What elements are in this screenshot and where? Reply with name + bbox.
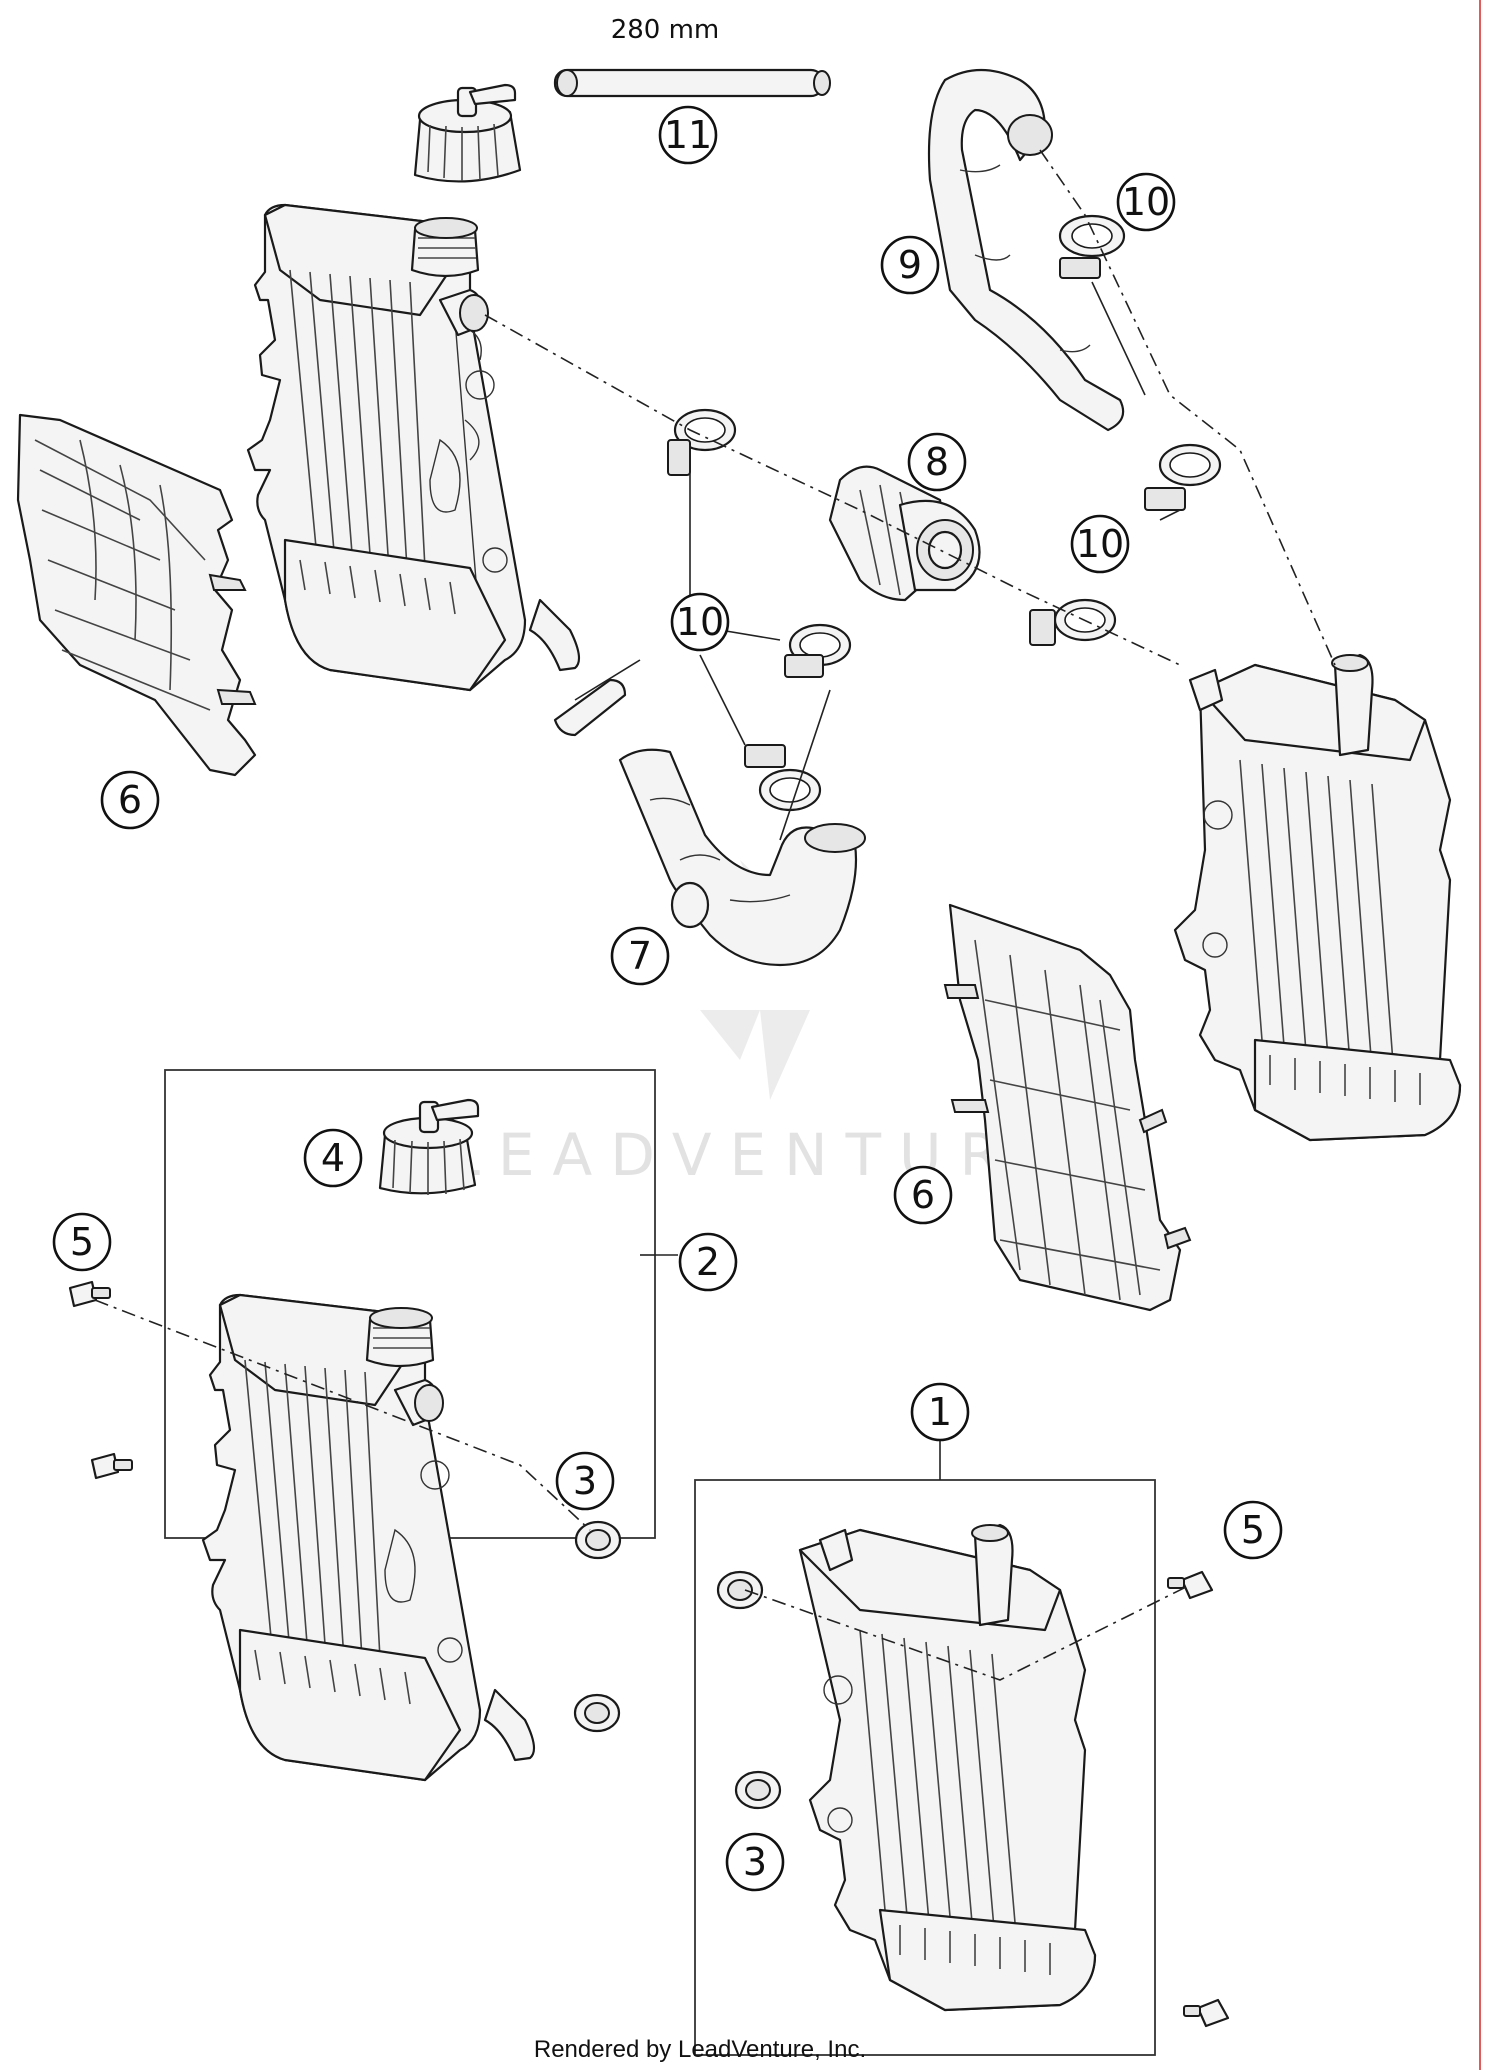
watermark-text: LEADVENTURE <box>448 1121 1073 1189</box>
svg-text:9: 9 <box>898 243 922 287</box>
rubber-grommet <box>574 1520 622 1560</box>
rubber-grommet <box>716 1570 764 1610</box>
hose-clamp <box>784 623 852 678</box>
radiator-hose-7 <box>618 748 866 967</box>
svg-text:11: 11 <box>664 113 712 157</box>
radiator-hose-9 <box>927 68 1125 432</box>
filler-cap-kit <box>378 1098 480 1195</box>
rubber-grommet <box>573 1693 621 1733</box>
hose-clamp <box>1058 214 1126 279</box>
filler-cap-top <box>413 83 522 183</box>
svg-text:3: 3 <box>743 1840 767 1884</box>
callout-10: 10 <box>1116 172 1176 232</box>
callout-3: 3 <box>725 1832 785 1892</box>
callout-10: 10 <box>1070 514 1130 574</box>
svg-text:10: 10 <box>1076 522 1124 566</box>
callout-4: 4 <box>303 1128 363 1188</box>
hose-clamp <box>744 744 822 812</box>
thermostat-housing <box>828 465 981 602</box>
bleed-fitting <box>553 678 627 737</box>
svg-text:6: 6 <box>118 778 142 822</box>
svg-text:5: 5 <box>1241 1508 1265 1552</box>
callout-5: 5 <box>52 1212 112 1272</box>
radiator-right-upper <box>1173 653 1462 1142</box>
hose-clamp <box>667 408 737 476</box>
callout-3: 3 <box>555 1451 615 1511</box>
mounting-screw <box>1183 1998 1230 2028</box>
mounting-screw <box>1167 1570 1214 1600</box>
svg-text:3: 3 <box>573 1459 597 1503</box>
radiator-shroud-left <box>16 413 257 777</box>
callout-6: 6 <box>893 1165 953 1225</box>
svg-text:1: 1 <box>928 1390 952 1434</box>
callout-10: 10 <box>670 592 730 652</box>
callout-11: 11 <box>658 105 718 165</box>
radiator-kit-left <box>201 1293 536 1782</box>
svg-text:5: 5 <box>70 1220 94 1264</box>
svg-text:2: 2 <box>696 1240 720 1284</box>
rubber-grommet <box>734 1770 782 1810</box>
callout-1: 1 <box>910 1382 970 1442</box>
callout-6: 6 <box>100 770 160 830</box>
svg-text:4: 4 <box>321 1136 345 1180</box>
page-edge-marker <box>1479 0 1481 2070</box>
hose-clamp <box>1029 598 1117 646</box>
kit-box-1 <box>694 1479 1156 2056</box>
radiator-kit-right <box>798 1523 1097 2012</box>
radiator-left-upper <box>246 203 581 692</box>
svg-text:7: 7 <box>628 934 652 978</box>
callout-9: 9 <box>880 235 940 295</box>
watermark: LEADVENTURE <box>448 860 1073 1189</box>
mounting-screw <box>68 1280 111 1308</box>
hose-clamp <box>1144 443 1222 511</box>
rendered-by-footer: Rendered by LeadVenture, Inc. <box>533 2036 867 2063</box>
dimension-label: 280 mm <box>611 15 720 45</box>
mounting-screw <box>90 1452 133 1480</box>
radiator-shroud-right <box>943 903 1192 1312</box>
hose-280mm <box>553 68 831 98</box>
callout-2: 2 <box>678 1232 738 1292</box>
svg-text:10: 10 <box>676 600 724 644</box>
callout-7: 7 <box>610 926 670 986</box>
svg-text:10: 10 <box>1122 180 1170 224</box>
callout-8: 8 <box>907 432 967 492</box>
svg-text:6: 6 <box>911 1173 935 1217</box>
svg-text:8: 8 <box>925 440 949 484</box>
callout-5: 5 <box>1223 1500 1283 1560</box>
